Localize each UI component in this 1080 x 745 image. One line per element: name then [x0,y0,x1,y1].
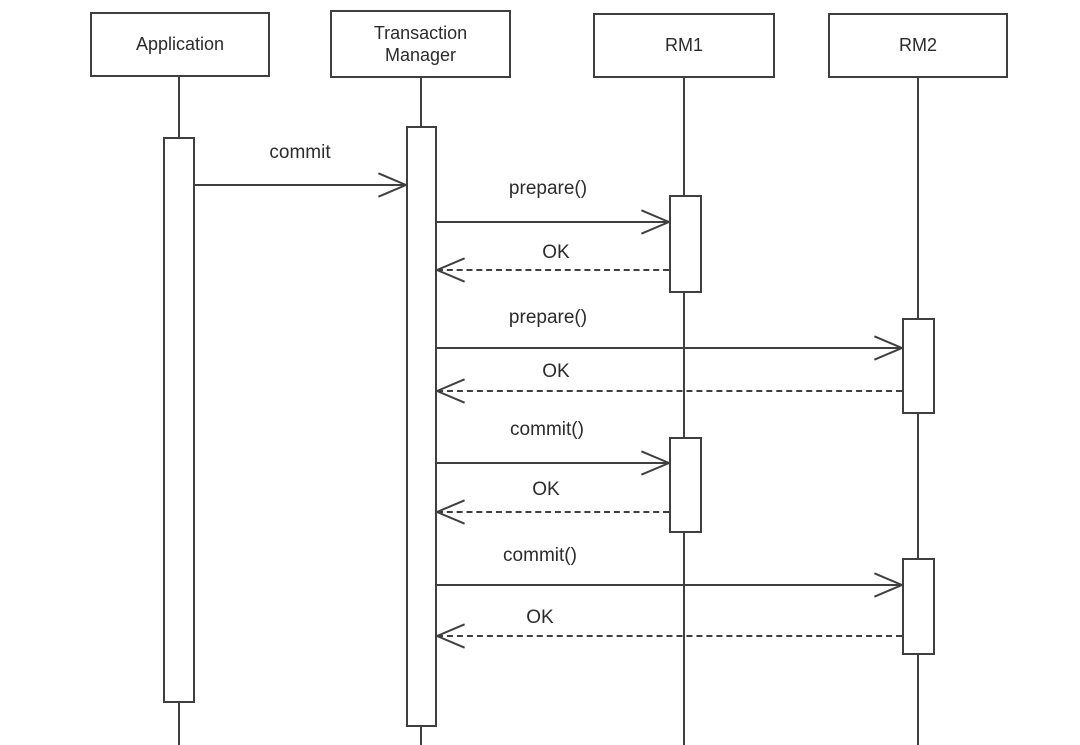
message-label-prepare-rm1: prepare() [508,178,588,199]
actor-label-rm1: RM1 [664,35,703,56]
actor-label-application: Application [135,34,225,55]
actor-box-transaction-manager: Transaction Manager [330,10,511,78]
activation-transaction-manager [406,126,437,727]
message-line-ok-rm1-prepare [437,269,669,271]
message-line-ok-rm2-prepare [437,390,902,392]
message-label-ok-rm1-prepare: OK [542,242,570,263]
message-label-commit-rm1: commit() [510,419,584,440]
message-label-commit: commit [269,142,331,163]
actor-box-rm2: RM2 [828,13,1008,78]
lifeline-rm1 [683,78,685,745]
activation-application [163,137,195,703]
message-line-ok-rm1-commit [437,511,669,513]
actor-label-rm2: RM2 [898,35,937,56]
message-line-commit [195,184,406,186]
message-label-ok-rm2-prepare: OK [542,361,570,382]
actor-box-application: Application [90,12,270,77]
message-label-commit-rm2: commit() [503,545,577,566]
message-line-prepare-rm1 [437,221,671,223]
message-line-commit-rm1 [437,462,671,464]
actor-label-transaction-manager: Transaction Manager [373,22,468,66]
activation-rm1-prepare [669,195,702,293]
message-line-prepare-rm2 [437,347,902,349]
actor-box-rm1: RM1 [593,13,775,78]
activation-rm2-commit [902,558,935,655]
message-line-ok-rm2-commit [437,635,902,637]
message-line-commit-rm2 [437,584,902,586]
activation-rm2-prepare [902,318,935,414]
activation-rm1-commit [669,437,702,533]
message-label-ok-rm2-commit: OK [526,607,554,628]
message-label-ok-rm1-commit: OK [532,479,560,500]
message-label-prepare-rm2: prepare() [508,307,588,328]
